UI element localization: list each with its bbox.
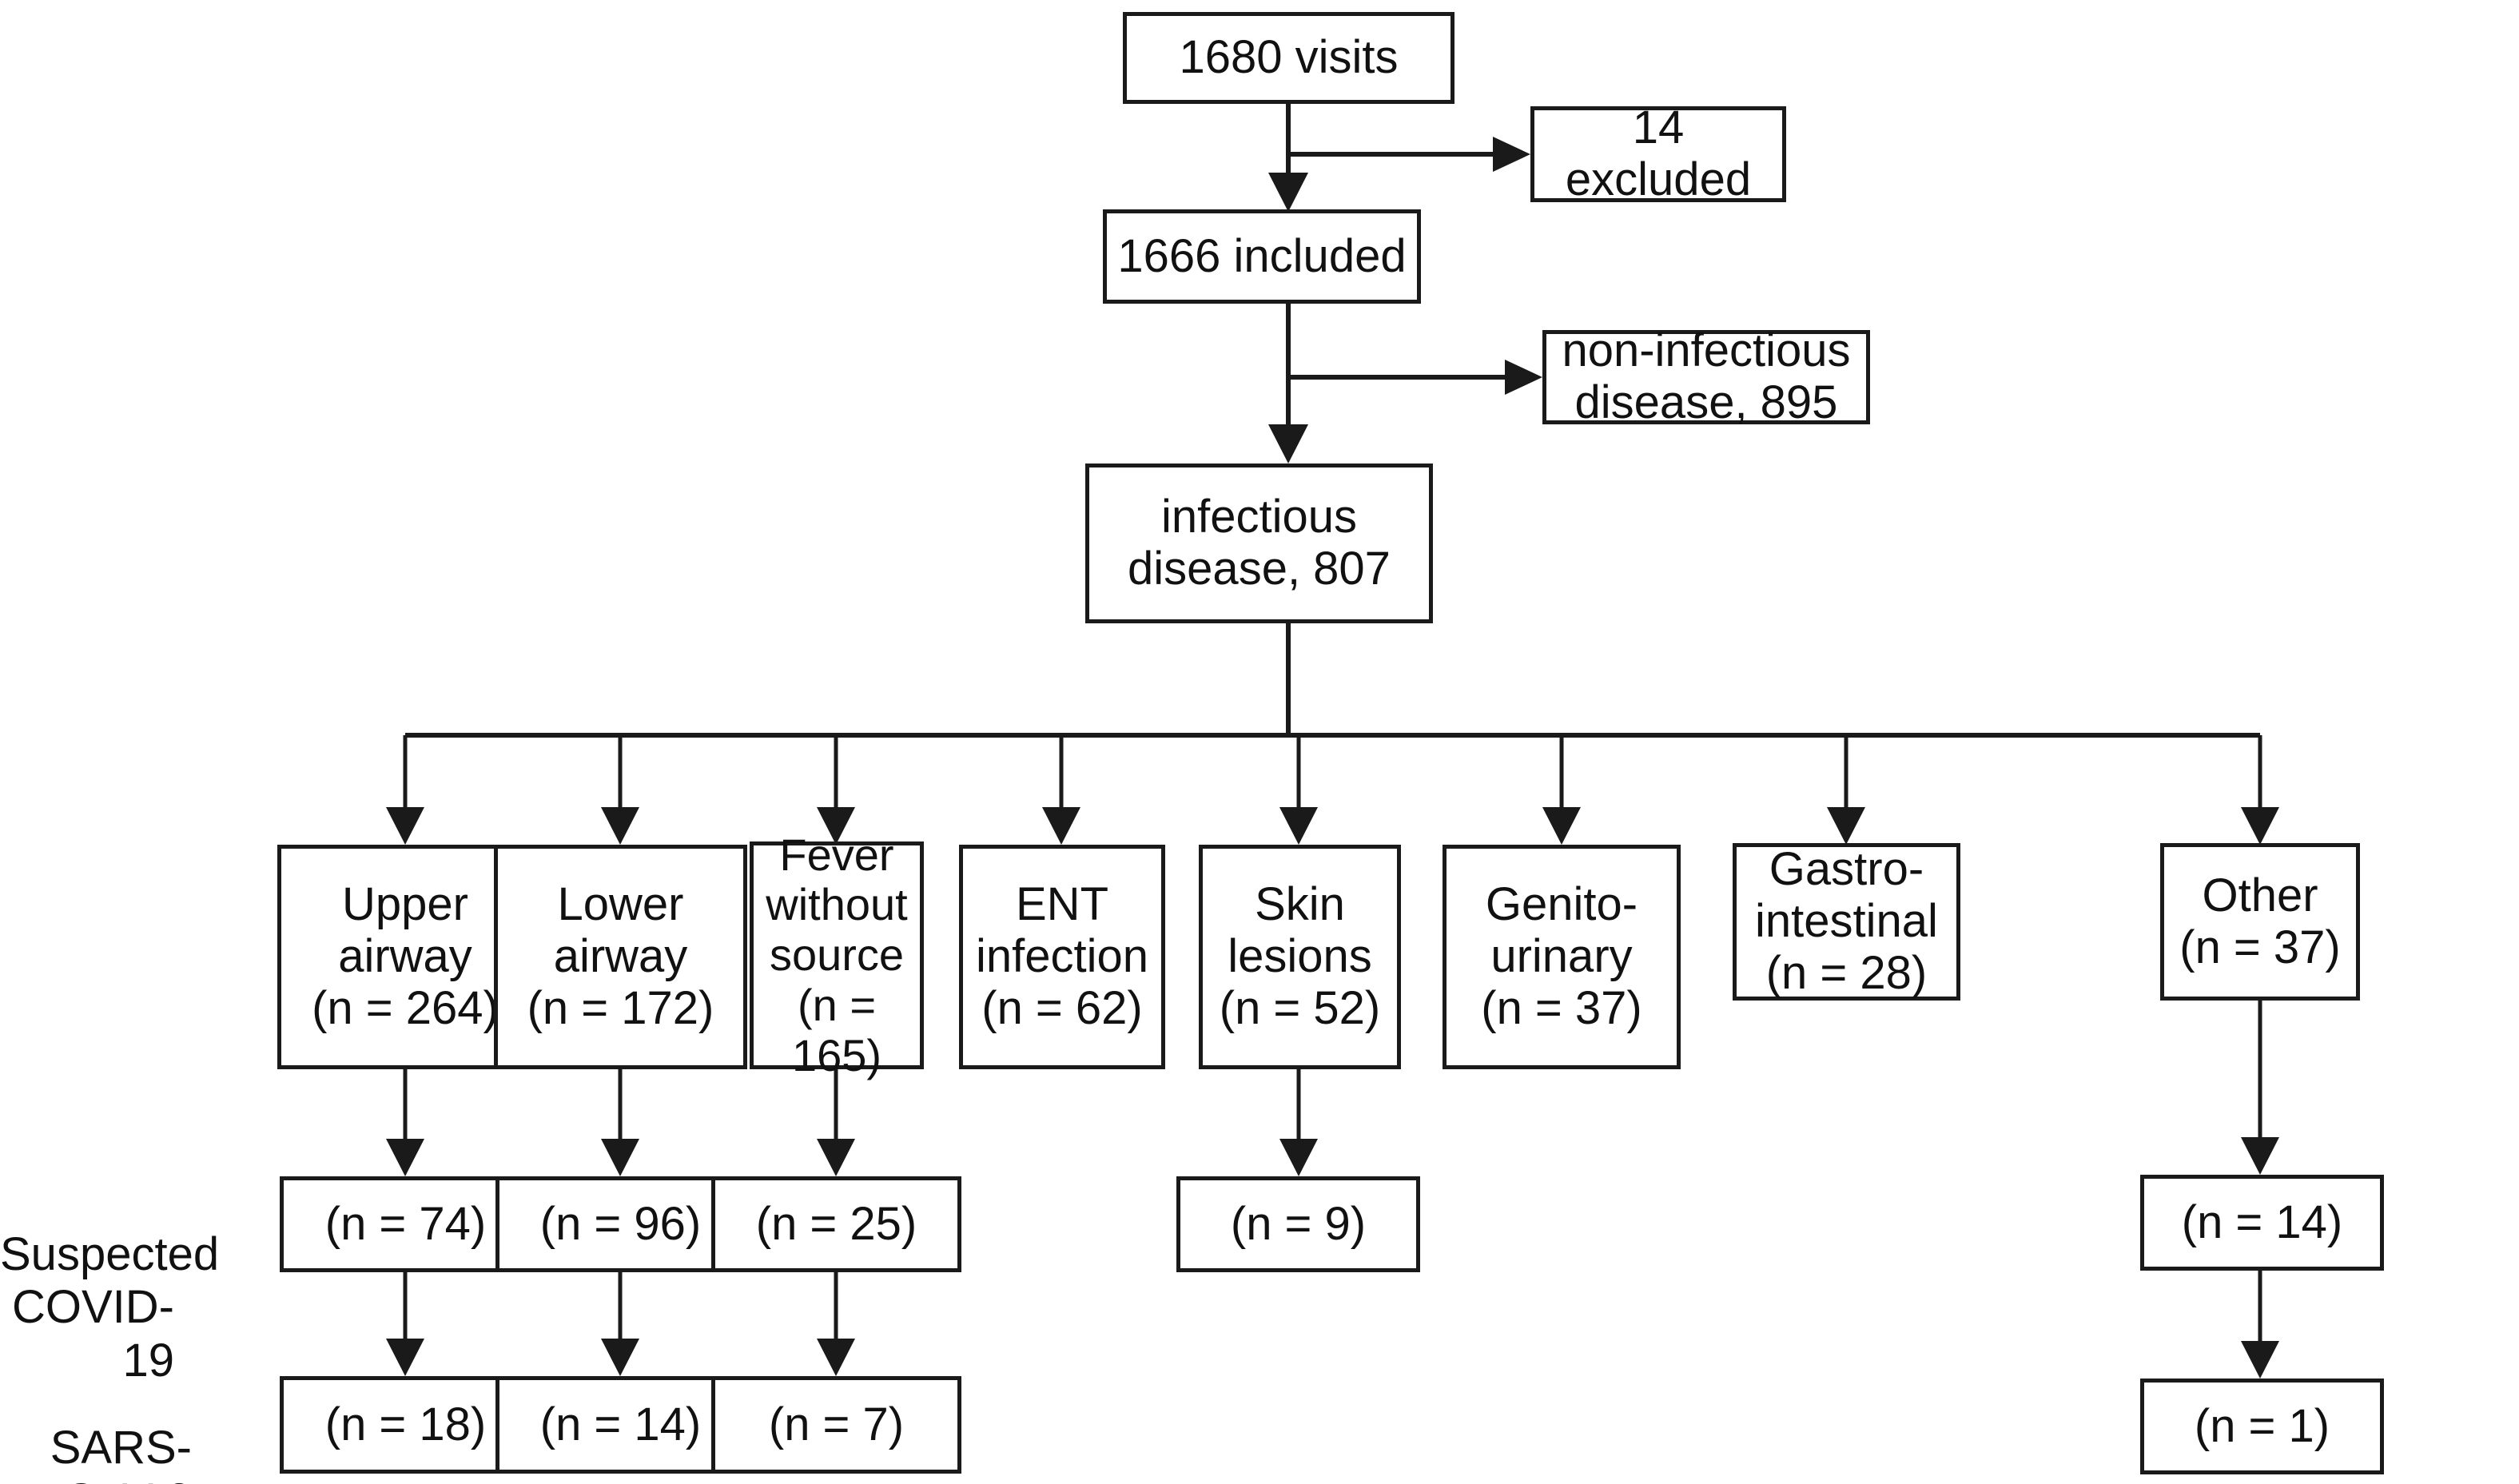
category-box-gastro-intestinal[interactable]: Gastro- intestinal (n = 28) [1733,843,1960,1001]
suspected-label-fever-without-source: (n = 25) [755,1197,917,1250]
arrowhead-ent-infection [1042,807,1080,845]
arrowhead-pcr-other [2241,1341,2279,1379]
node-included[interactable]: 1666 included [1103,209,1421,304]
arrowhead-noninfectious [1505,360,1542,395]
arrowhead-suspected-other [2241,1137,2279,1175]
suspected-box-other[interactable]: (n = 14) [2140,1175,2384,1271]
arrowhead-included [1268,173,1308,212]
row-label-suspected-text: Suspected COVID-19 [0,1227,220,1387]
suspected-label-upper-airway: (n = 74) [324,1197,487,1250]
category-box-fever-without-source[interactable]: Fever without source (n = 165) [750,830,924,1080]
category-box-skin-lesions[interactable]: Skin lesions (n = 52) [1199,845,1401,1069]
suspected-label-other: (n = 14) [2181,1196,2343,1248]
node-included-label: 1666 included [1117,229,1407,282]
node-visits[interactable]: 1680 visits [1123,12,1454,104]
pcr-label-fever-without-source: (n = 7) [768,1398,905,1450]
category-label-fever-without-source: Fever without source (n = 165) [766,829,908,1080]
node-excluded[interactable]: 14 excluded [1530,101,1786,205]
category-box-other[interactable]: Other (n = 37) [2160,843,2360,1001]
suspected-label-lower-airway: (n = 96) [539,1197,702,1250]
arrowhead-lower-airway [601,807,639,845]
row-label-pcr-positive: SARS-CoV-2 PCR+ [0,1368,192,1484]
suspected-label-skin-lesions: (n = 9) [1230,1197,1367,1250]
category-label-ent-infection: ENT infection (n = 62) [975,878,1149,1034]
connector-visits-to-excluded [1286,104,1510,157]
arrowhead-upper-airway [386,807,424,845]
arrowhead-skin-lesions [1279,807,1318,845]
node-infectious-label: infectious disease, 807 [1128,491,1391,595]
arrowhead-suspected-fever [817,1139,855,1176]
arrowhead-other [2241,807,2279,845]
arrowhead-pcr-lower-airway [601,1339,639,1376]
arrowhead-suspected-skin-lesions [1279,1139,1318,1176]
suspected-box-skin-lesions[interactable]: (n = 9) [1176,1176,1420,1272]
row-label-pcr-positive-text: SARS-CoV-2 PCR+ [50,1421,192,1484]
pcr-box-other[interactable]: (n = 1) [2140,1379,2384,1474]
pcr-box-fever-without-source[interactable]: (n = 7) [711,1376,961,1474]
pcr-box-upper-airway[interactable]: (n = 18) [280,1376,531,1474]
arrowhead-infectious [1268,424,1308,464]
arrowhead-suspected-upper-airway [386,1139,424,1176]
node-infectious[interactable]: infectious disease, 807 [1085,464,1433,623]
category-label-genito-urinary: Genito- urinary (n = 37) [1481,878,1642,1034]
pcr-box-lower-airway[interactable]: (n = 14) [495,1376,746,1474]
category-label-skin-lesions: Skin lesions (n = 52) [1219,878,1381,1034]
category-box-ent-infection[interactable]: ENT infection (n = 62) [959,845,1165,1069]
category-box-genito-urinary[interactable]: Genito- urinary (n = 37) [1443,845,1681,1069]
category-label-lower-airway: Lower airway (n = 172) [527,878,714,1034]
row-label-suspected: Suspected COVID-19 [0,1175,219,1388]
node-non-infectious-label: non-infectious disease, 895 [1562,324,1851,428]
node-non-infectious[interactable]: non-infectious disease, 895 [1542,324,1870,428]
category-label-upper-airway: Upper airway (n = 264) [312,878,499,1034]
suspected-box-upper-airway[interactable]: (n = 74) [280,1176,531,1272]
node-excluded-label: 14 excluded [1565,101,1752,205]
pcr-label-upper-airway: (n = 18) [324,1398,487,1450]
category-box-upper-airway[interactable]: Upper airway (n = 264) [277,845,533,1069]
category-label-other: Other (n = 37) [2179,869,2341,973]
arrowhead-suspected-lower-airway [601,1139,639,1176]
arrowhead-gastro-intestinal [1827,807,1865,845]
arrowhead-excluded [1493,137,1530,172]
node-visits-label: 1680 visits [1179,31,1399,84]
arrowhead-pcr-fever [817,1339,855,1376]
category-box-lower-airway[interactable]: Lower airway (n = 172) [494,845,747,1069]
pcr-label-other: (n = 1) [2194,1399,2330,1452]
connector-included-to-noninfectious [1286,304,1522,380]
category-label-gastro-intestinal: Gastro- intestinal (n = 28) [1755,843,1938,999]
pcr-label-lower-airway: (n = 14) [539,1398,702,1450]
suspected-box-lower-airway[interactable]: (n = 96) [495,1176,746,1272]
arrowhead-genito-urinary [1542,807,1581,845]
arrowhead-pcr-upper-airway [386,1339,424,1376]
suspected-box-fever-without-source[interactable]: (n = 25) [711,1176,961,1272]
